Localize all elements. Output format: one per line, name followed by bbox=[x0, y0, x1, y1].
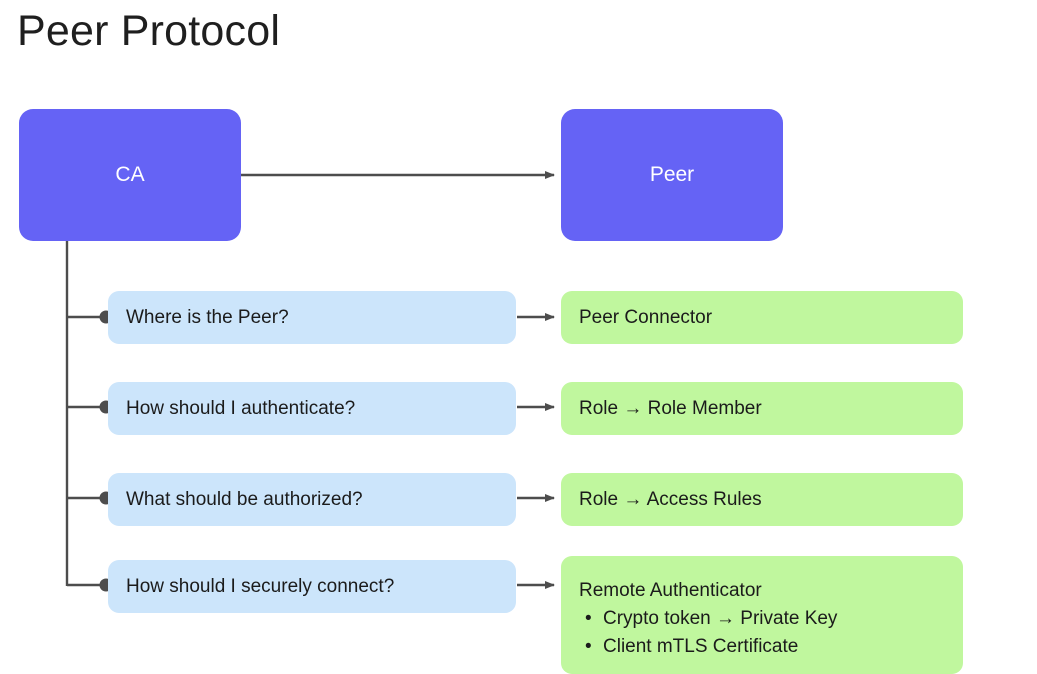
branch-to-question-2 bbox=[67, 400, 113, 414]
list-item: Client mTLS Certificate bbox=[579, 633, 837, 661]
list-item: Crypto token → Private Key bbox=[579, 605, 837, 633]
node-answer-2[interactable]: Role → Role Member bbox=[561, 382, 963, 435]
node-question-4-label: How should I securely connect? bbox=[126, 575, 395, 597]
branch-to-question-3 bbox=[67, 491, 113, 505]
branch-to-question-1 bbox=[67, 310, 113, 324]
node-peer[interactable]: Peer bbox=[561, 109, 783, 241]
node-question-2[interactable]: How should I authenticate? bbox=[108, 382, 516, 435]
branch-to-question-4 bbox=[67, 578, 113, 592]
node-answer-2-label: Role → Role Member bbox=[579, 397, 762, 419]
node-answer-3[interactable]: Role → Access Rules bbox=[561, 473, 963, 526]
node-answer-1[interactable]: Peer Connector bbox=[561, 291, 963, 344]
node-question-3-label: What should be authorized? bbox=[126, 488, 363, 510]
node-answer-4-bullet-list: Crypto token → Private Key Client mTLS C… bbox=[579, 605, 837, 661]
node-answer-3-label: Role → Access Rules bbox=[579, 488, 762, 510]
node-question-2-label: How should I authenticate? bbox=[126, 397, 356, 419]
node-answer-1-label: Peer Connector bbox=[579, 306, 713, 328]
node-ca-label: CA bbox=[115, 163, 145, 186]
node-answer-4[interactable]: Remote Authenticator Crypto token → Priv… bbox=[561, 556, 963, 674]
page-title: Peer Protocol bbox=[17, 7, 281, 55]
node-question-1[interactable]: Where is the Peer? bbox=[108, 291, 516, 344]
node-question-1-label: Where is the Peer? bbox=[126, 306, 289, 328]
node-question-3[interactable]: What should be authorized? bbox=[108, 473, 516, 526]
node-ca[interactable]: CA bbox=[19, 109, 241, 241]
node-question-4[interactable]: How should I securely connect? bbox=[108, 560, 516, 613]
node-answer-4-body: Remote Authenticator Crypto token → Priv… bbox=[579, 579, 837, 661]
node-peer-label: Peer bbox=[649, 163, 695, 186]
node-answer-4-label: Remote Authenticator bbox=[579, 580, 762, 601]
